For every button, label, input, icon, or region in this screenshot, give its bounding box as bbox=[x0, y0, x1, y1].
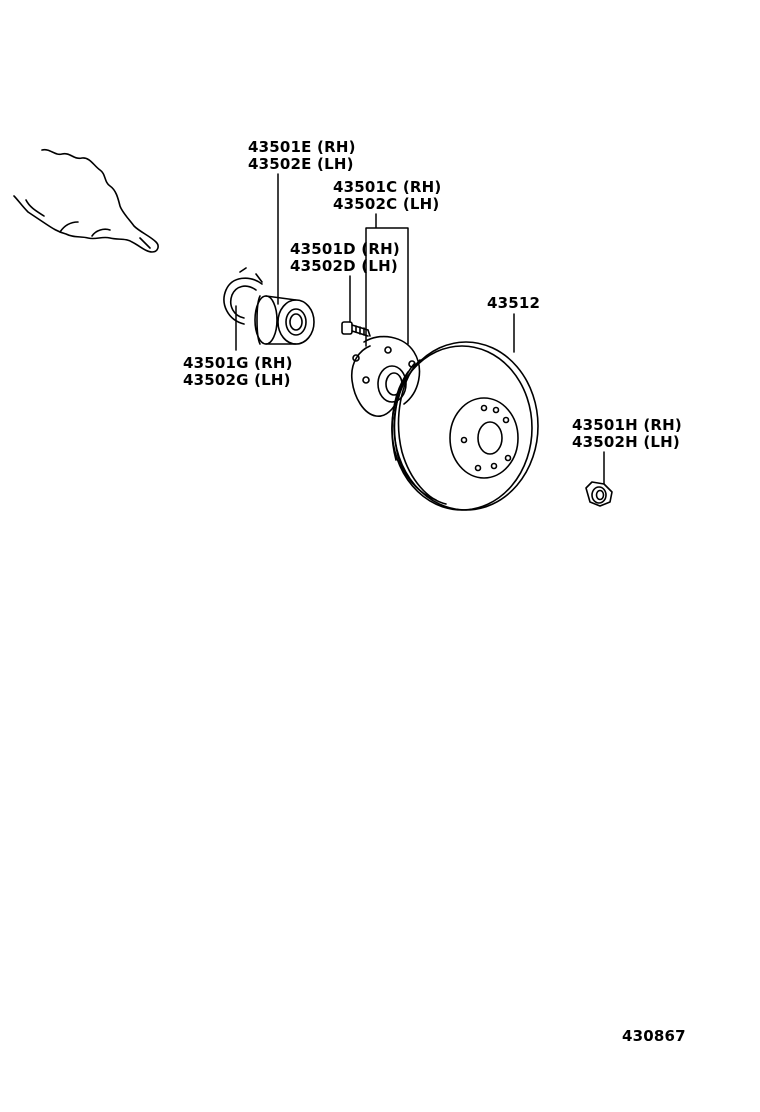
disc-part-label: 43512 bbox=[487, 295, 540, 312]
hub-part-rh: 43501C (RH) bbox=[333, 178, 442, 196]
hub-part-lh: 43502C (LH) bbox=[333, 195, 440, 213]
nut-part-lh: 43502H (LH) bbox=[572, 433, 680, 451]
nut-part-label: 43501H (RH) 43502H (LH) bbox=[572, 417, 682, 451]
hub-bolt-part-lh: 43502D (LH) bbox=[290, 257, 398, 275]
hub-part-label: 43501C (RH) 43502C (LH) bbox=[333, 179, 441, 213]
snap-ring-part-rh: 43501G (RH) bbox=[183, 354, 293, 372]
figure-number: 430867 bbox=[622, 1027, 686, 1045]
hub-nut bbox=[585, 481, 613, 507]
bearing-part-label: 43501E (RH) 43502E (LH) bbox=[248, 139, 356, 173]
bearing-part-lh: 43502E (LH) bbox=[248, 155, 354, 173]
brake-disc bbox=[391, 341, 539, 511]
nut-part-rh: 43501H (RH) bbox=[572, 416, 682, 434]
leader-lines bbox=[235, 173, 605, 485]
bearing-part-rh: 43501E (RH) bbox=[248, 138, 356, 156]
disc-part-number: 43512 bbox=[487, 294, 541, 312]
hub-bolt-part-rh: 43501D (RH) bbox=[290, 240, 400, 258]
hub-bearing bbox=[254, 295, 315, 345]
knuckle-outline bbox=[13, 148, 159, 253]
hub-bolt-part-label: 43501D (RH) 43502D (LH) bbox=[290, 241, 400, 275]
snap-ring-part-lh: 43502G (LH) bbox=[183, 371, 291, 389]
snap-ring-part-label: 43501G (RH) 43502G (LH) bbox=[183, 355, 293, 389]
